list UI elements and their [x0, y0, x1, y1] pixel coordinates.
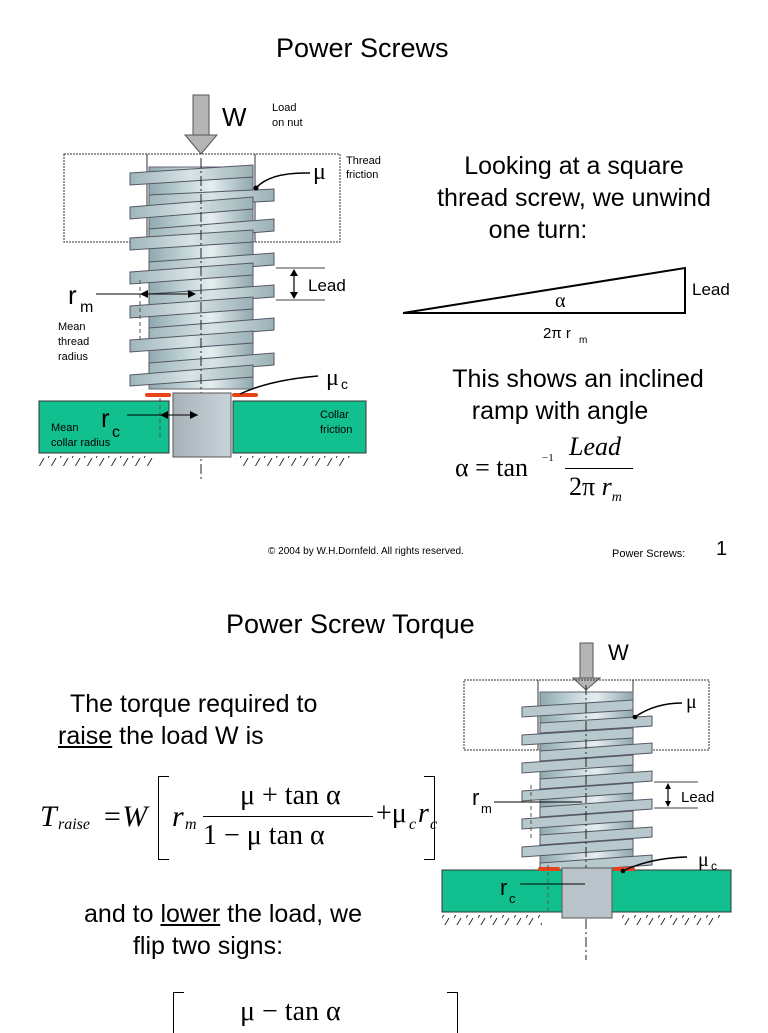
- rm-symbol: r: [68, 280, 77, 310]
- ground-hatch-right: [236, 456, 351, 466]
- rc-symbol: r: [500, 875, 507, 900]
- fraction-bar: [203, 816, 373, 817]
- svg-text:c: c: [711, 859, 717, 873]
- svg-text:radius: radius: [58, 351, 88, 363]
- svg-text:Collar: Collar: [320, 409, 349, 421]
- svg-text:thread: thread: [58, 336, 89, 348]
- page-number: 1: [716, 538, 728, 560]
- svg-text:collar radius: collar radius: [51, 437, 111, 449]
- lead-label: Lead: [681, 789, 714, 806]
- copyright: © 2004 by W.H.Dornfeld. All rights reser…: [268, 546, 464, 557]
- load-symbol: W: [222, 102, 247, 132]
- thread-friction-symbol: μ: [313, 159, 326, 185]
- power-screw-diagram: W Load on nut μ Thread friction Lead r m…: [38, 94, 381, 480]
- screw-threads: [129, 164, 275, 387]
- right-bracket: [424, 776, 435, 860]
- lead-label: Lead: [308, 276, 346, 295]
- slide2-lower-text: and to lower the load, we flip two signs…: [84, 900, 362, 960]
- slide1-intro-text: Looking at a square thread screw, we unw…: [437, 152, 711, 244]
- left-bracket: [173, 992, 184, 1033]
- collar-right: [232, 400, 367, 454]
- slide2-title: Power Screw Torque: [226, 609, 475, 639]
- right-bracket: [447, 992, 458, 1033]
- load-arrow-icon: [571, 642, 602, 691]
- unwound-thread-triangle: α Lead 2π r m: [402, 266, 730, 346]
- slide1-title: Power Screws: [276, 33, 449, 63]
- collar-friction-symbol: μ: [326, 365, 339, 391]
- svg-text:c: c: [112, 424, 120, 441]
- height-label: Lead: [692, 280, 730, 299]
- svg-text:m: m: [80, 299, 93, 316]
- raise-torque-formula: T raise =W r m μ + tan α 1 − μ tan α +μ …: [40, 776, 440, 866]
- svg-text:friction: friction: [320, 424, 352, 436]
- angle-label: α: [555, 290, 566, 312]
- svg-text:friction: friction: [346, 169, 378, 181]
- svg-text:Thread: Thread: [346, 155, 381, 167]
- fraction-bar: [565, 468, 633, 469]
- slide1-ramp-text: This shows an inclined ramp with angle: [452, 365, 704, 425]
- collar-post: [561, 867, 613, 919]
- left-bracket: [158, 776, 169, 860]
- slide2-raise-text: The torque required to raise the load W …: [58, 690, 318, 750]
- svg-text:Load: Load: [272, 102, 296, 114]
- ground-hatch-left: [39, 456, 154, 466]
- screw-threads: [521, 699, 653, 874]
- svg-text:c: c: [341, 376, 348, 392]
- svg-text:Mean: Mean: [51, 422, 79, 434]
- rm-symbol: r: [472, 785, 479, 810]
- svg-text:m: m: [481, 801, 492, 816]
- load-symbol: W: [608, 640, 629, 665]
- collar-post: [172, 392, 232, 458]
- collar-left: [38, 400, 170, 454]
- collar-friction-mark: [232, 393, 258, 397]
- load-arrow-icon: [183, 94, 219, 155]
- base-label: 2π r: [543, 325, 571, 342]
- collar-friction-mark: [145, 393, 171, 397]
- rc-symbol: r: [101, 403, 110, 433]
- collar-friction-symbol: μ: [698, 849, 709, 871]
- lower-torque-formula: μ − tan α: [60, 992, 460, 1033]
- thread-friction-symbol: μ: [686, 691, 697, 713]
- svg-text:c: c: [509, 891, 516, 906]
- svg-text:m: m: [579, 335, 587, 346]
- footer-label: Power Screws:: [612, 548, 686, 560]
- svg-text:Mean: Mean: [58, 321, 86, 333]
- svg-text:on nut: on nut: [272, 117, 303, 129]
- power-screw-torque-diagram: W μ Lead r m μ c r c: [441, 640, 732, 960]
